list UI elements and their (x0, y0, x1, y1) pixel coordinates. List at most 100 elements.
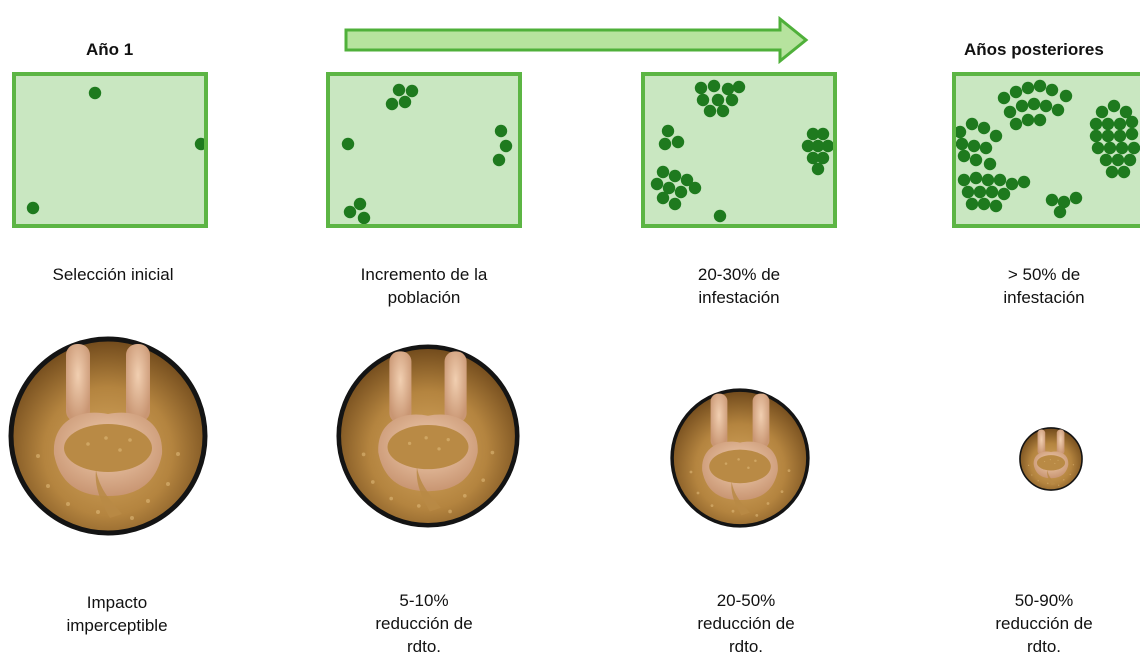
weed-dot (1089, 129, 1103, 143)
weed-dot (1103, 141, 1117, 155)
weed-dot (1033, 113, 1047, 127)
weed-dot (668, 169, 682, 183)
weed-dot (392, 83, 406, 97)
weed-dot (969, 153, 983, 167)
weed-dot (956, 137, 969, 151)
weed-dot (1045, 83, 1059, 97)
weed-dot (1021, 113, 1035, 127)
weed-dot (703, 104, 717, 118)
grain-hands-image-stage-1 (6, 334, 210, 538)
weed-dot (725, 93, 739, 107)
weed-dot (680, 173, 694, 187)
weed-dot (969, 171, 983, 185)
weed-dot (985, 185, 999, 199)
weed-dot (1051, 103, 1065, 117)
weed-dot (965, 197, 979, 211)
impact-label-stage-1: Impacto imperceptible (66, 593, 168, 635)
weed-dot (1125, 127, 1139, 141)
weed-dot (1105, 165, 1119, 179)
weed-dot (1005, 177, 1019, 191)
weed-dot (707, 79, 721, 93)
weed-patches-stage-3 (650, 79, 833, 223)
grain-hands-image-stage-3 (670, 388, 810, 528)
weed-dot (806, 127, 820, 141)
weed-dot (1107, 99, 1121, 113)
weed-dot (1099, 153, 1113, 167)
weed-dot (979, 141, 993, 155)
weed-dot (967, 139, 981, 153)
weed-dot (821, 139, 833, 153)
impact-label-stage-3: 20-50% reducción de rdto. (697, 591, 795, 656)
infestation-label-stage-2: Incremento de la población (360, 265, 488, 307)
weed-dot (961, 185, 975, 199)
weed-dot (1053, 205, 1067, 219)
weed-dot (816, 127, 830, 141)
field-stage-1 (12, 72, 208, 228)
weed-dot (671, 135, 685, 149)
weed-dot (1101, 117, 1115, 131)
weed-dot (88, 86, 102, 100)
infestation-label-stage-3: 20-30% de infestación (697, 265, 781, 307)
weed-dot (494, 124, 508, 138)
weed-dot (1059, 89, 1073, 103)
field-stage-3 (641, 72, 837, 228)
weed-dot (668, 197, 682, 211)
weed-dot (1003, 105, 1017, 119)
weed-dot (385, 97, 399, 111)
weed-dot (1033, 79, 1047, 93)
weed-dot (1015, 99, 1029, 113)
weed-dot (716, 104, 730, 118)
weed-dot (656, 165, 670, 179)
weed-dot (713, 209, 727, 223)
weed-dot (405, 84, 419, 98)
weed-dot (1113, 129, 1127, 143)
weed-dot (658, 137, 672, 151)
weed-dot (357, 211, 371, 224)
later-years-header: Años posteriores (964, 40, 1104, 59)
weed-dot (1045, 193, 1059, 207)
weed-dot (694, 81, 708, 95)
weed-dot (957, 173, 971, 187)
weed-dot (721, 82, 735, 96)
weed-dot (1021, 81, 1035, 95)
weed-dot (1115, 141, 1129, 155)
weed-dot (993, 173, 1007, 187)
weed-dot (989, 129, 1003, 143)
grain-hands-image-stage-2 (334, 342, 522, 530)
weed-dot (1127, 141, 1140, 155)
weed-patches-stage-2 (341, 83, 513, 224)
impact-label-stage-2: 5-10% reducción de rdto. (375, 591, 473, 656)
weed-dot (662, 181, 676, 195)
weed-dot (1057, 195, 1071, 209)
grain-hands-image-stage-4 (1019, 427, 1083, 491)
weed-dot (1027, 97, 1041, 111)
weed-dot (801, 139, 815, 153)
weed-dot (981, 173, 995, 187)
impact-label-stage-4: 50-90% reducción de rdto. (995, 591, 1093, 656)
weed-dot (997, 91, 1011, 105)
weed-dot (977, 197, 991, 211)
weed-dot (674, 185, 688, 199)
weed-dot (1101, 129, 1115, 143)
weed-dot (499, 139, 513, 153)
weed-dot (806, 151, 820, 165)
weed-dot (492, 153, 506, 167)
weed-dot (1039, 99, 1053, 113)
weed-dot (1117, 165, 1131, 179)
field-stage-2 (326, 72, 522, 228)
year-one-header: Año 1 (86, 40, 134, 59)
infestation-label-stage-4: > 50% de infestación (1003, 265, 1085, 307)
weed-dot (688, 181, 702, 195)
weed-dot (1111, 153, 1125, 167)
weed-dot (650, 177, 664, 191)
weed-dot (1009, 85, 1023, 99)
weed-patches-stage-4 (956, 79, 1140, 219)
weed-dot (1123, 153, 1137, 167)
weed-dot (965, 117, 979, 131)
weed-dot (957, 149, 971, 163)
weed-dot (973, 185, 987, 199)
weed-dot (983, 157, 997, 171)
weed-dot (696, 93, 710, 107)
weed-dot (1119, 105, 1133, 119)
weed-dot (811, 139, 825, 153)
